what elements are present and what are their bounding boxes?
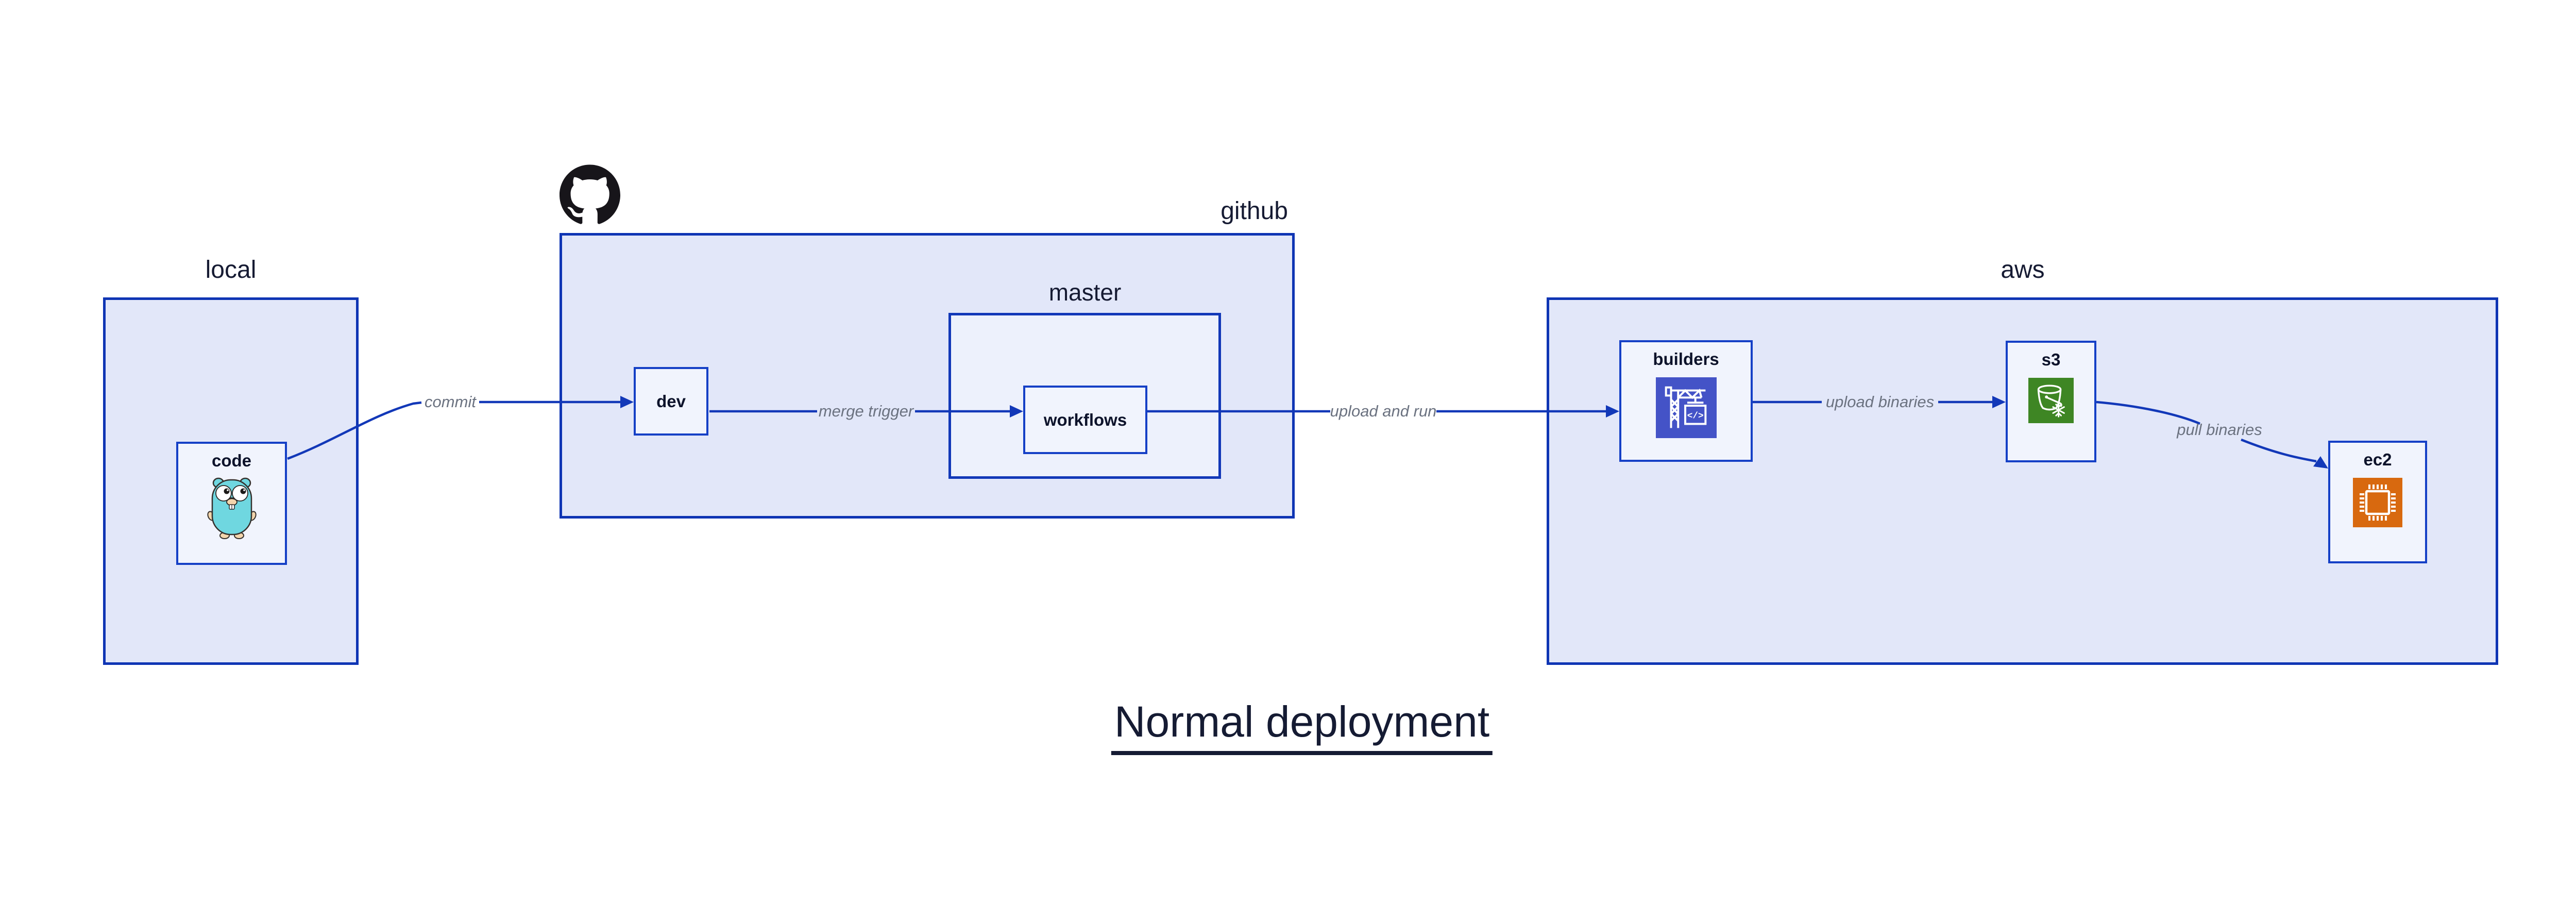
zone-github-label: github: [1221, 197, 1288, 225]
node-code-label: code: [211, 451, 252, 470]
edge-label-pull-binaries: pull binaries: [2177, 421, 2262, 439]
edge-label-upload-and-run: upload and run: [1330, 402, 1437, 420]
edge-label-upload-binaries: upload binaries: [1825, 393, 1935, 411]
codebuild-crane-icon: </>: [1655, 377, 1717, 438]
edge-label-merge-trigger: merge trigger: [818, 402, 914, 420]
node-s3-label: s3: [2041, 350, 2061, 369]
zone-local-label: local: [205, 256, 257, 283]
zone-master-label: master: [1048, 279, 1122, 306]
node-ec2: ec2: [2328, 441, 2427, 563]
github-octocat-icon: [560, 164, 620, 226]
node-dev-label: dev: [656, 391, 686, 411]
node-code: code: [176, 442, 287, 565]
s3-glacier-bucket-icon: [2028, 377, 2074, 423]
svg-text:</>: </>: [1687, 411, 1703, 422]
node-builders-label: builders: [1653, 349, 1719, 369]
zone-aws-label: aws: [2001, 256, 2045, 283]
go-gopher-icon: [206, 475, 258, 542]
diagram-title: Normal deployment: [1111, 697, 1493, 755]
node-dev: dev: [634, 367, 708, 436]
edge-label-commit: commit: [425, 393, 476, 411]
ec2-chip-icon: [2353, 477, 2402, 527]
node-workflows-label: workflows: [1043, 410, 1127, 429]
node-s3: s3: [2006, 341, 2096, 462]
node-workflows: workflows: [1023, 386, 1147, 454]
node-builders: builders </>: [1619, 340, 1753, 462]
node-ec2-label: ec2: [2363, 450, 2392, 469]
